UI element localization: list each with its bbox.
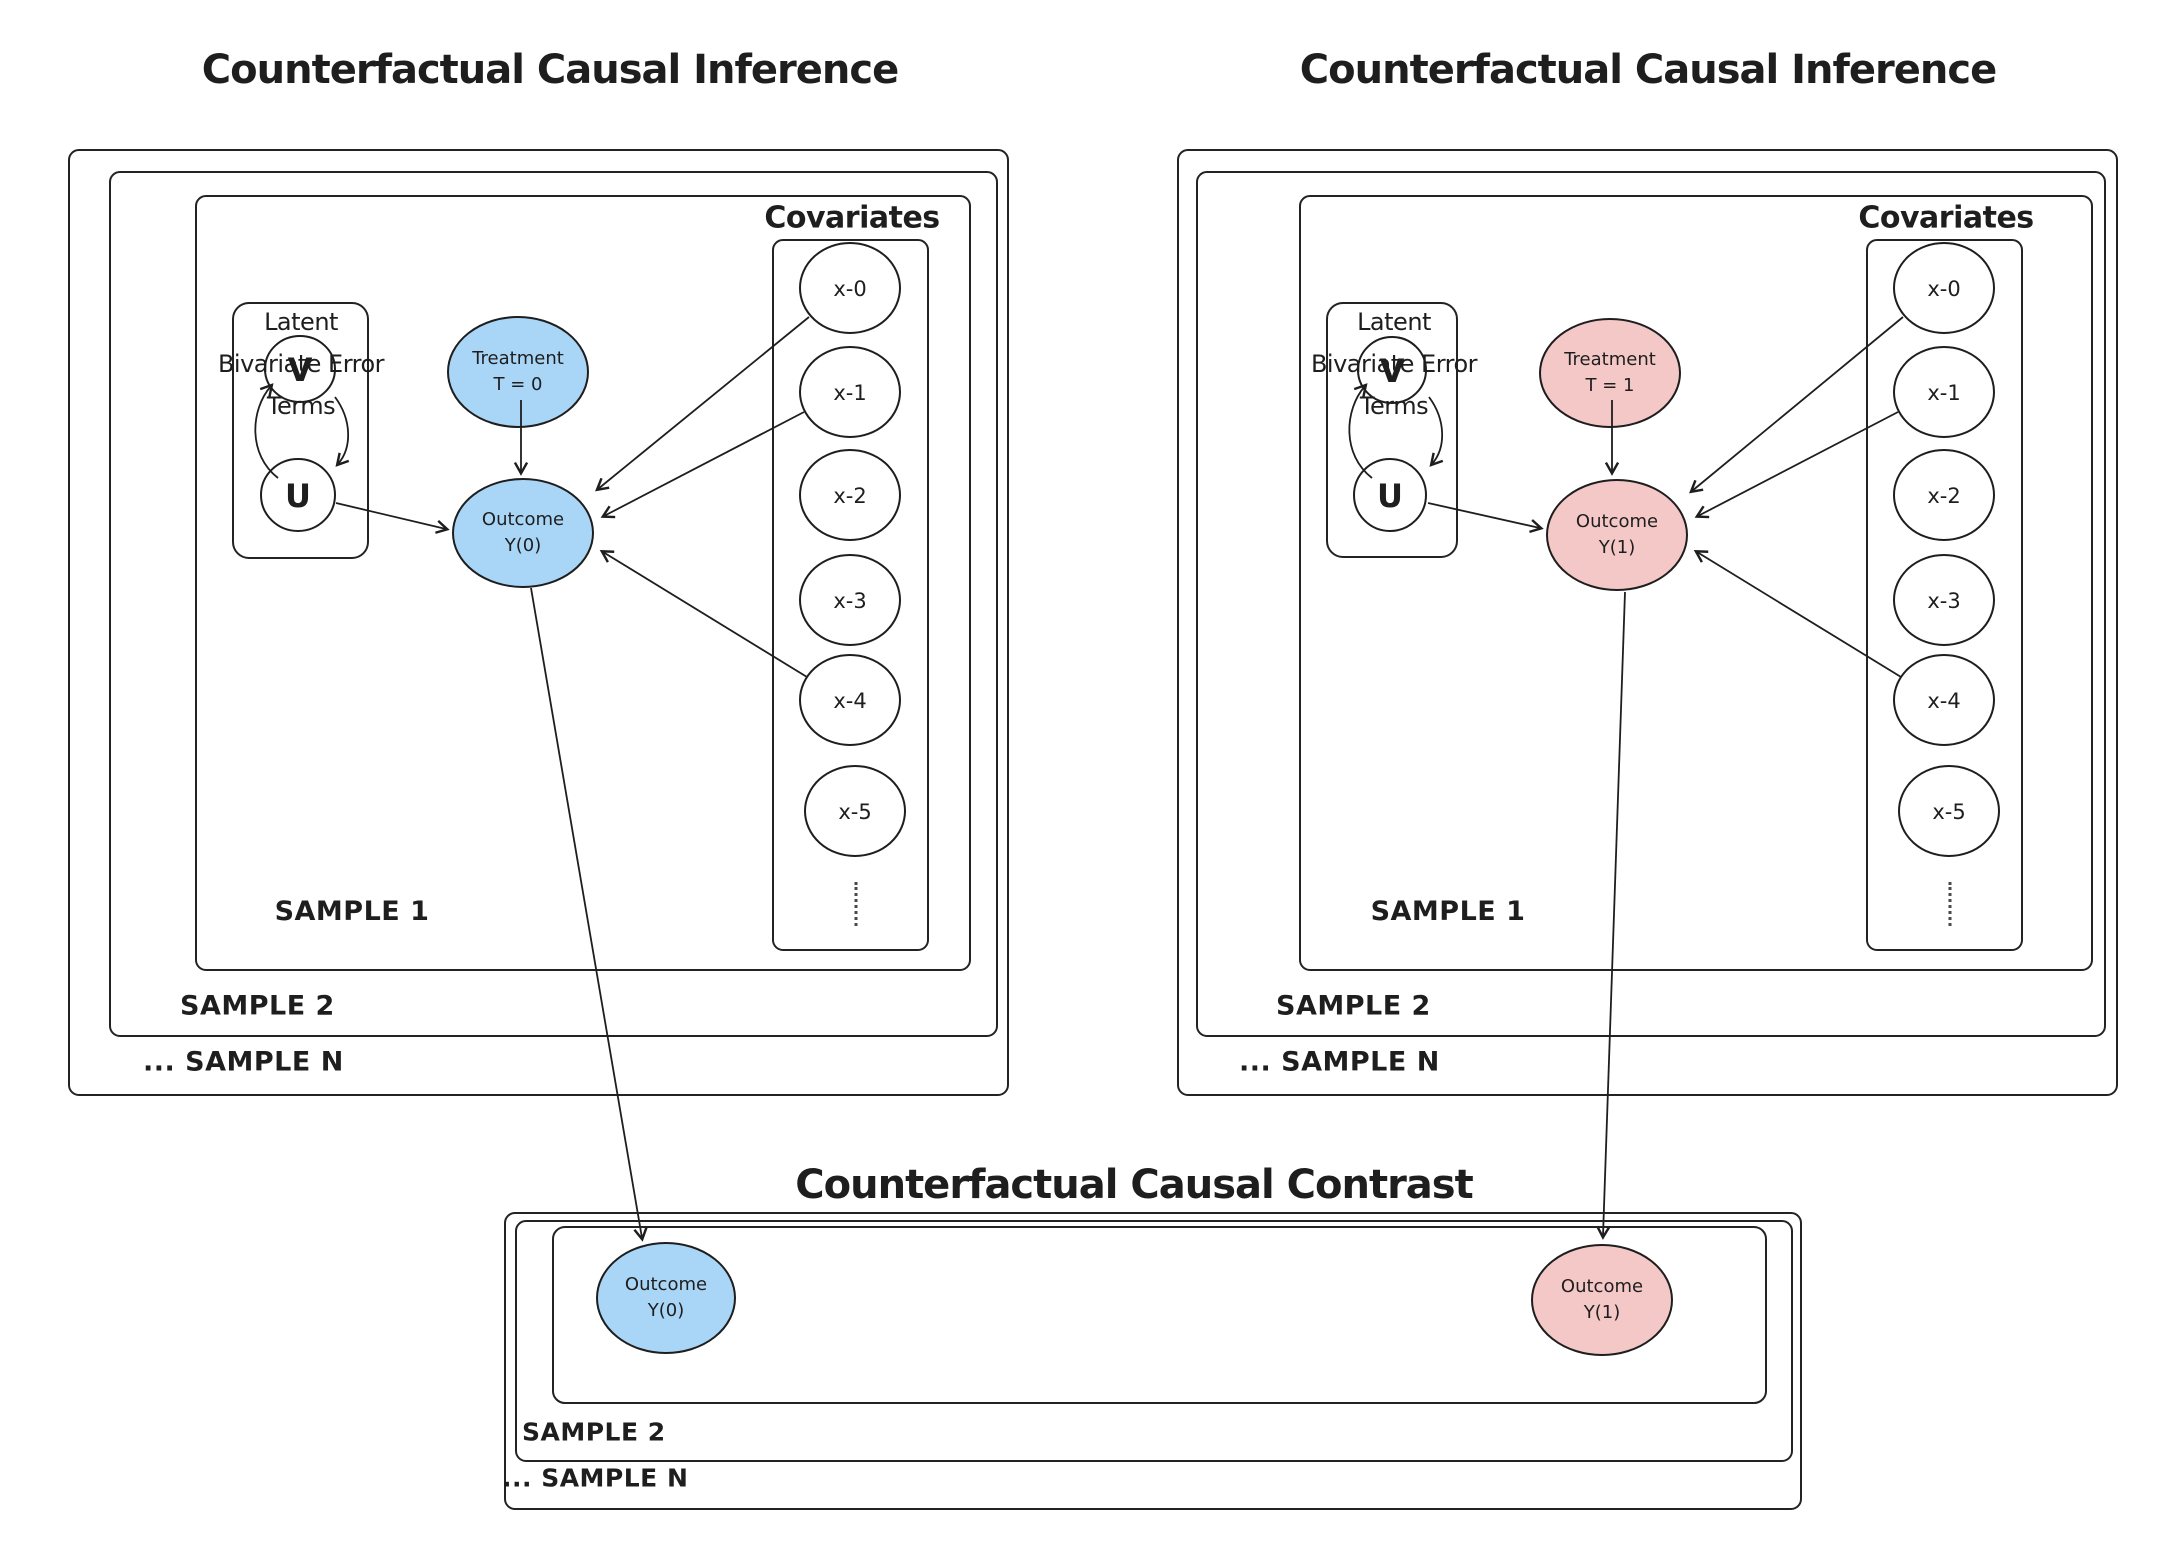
treated-sample-2-box [1196,171,2106,1037]
treated-x4-node [1893,654,1995,746]
treated-x3-label: x-3 [1927,588,1961,613]
control-panel-title: Counterfactual Causal Inference [201,47,899,93]
control-x2-node [799,449,901,541]
control-arrow-u-to-outcome [335,502,450,534]
panel-treated-boxes [1177,149,2118,1096]
treated-arrow-x0-to-outcome [1689,316,1904,494]
control-x3-label: x-3 [833,588,867,613]
control-arrow-x4-to-outcome [599,549,808,678]
control-v-node [264,335,336,403]
panel-control-arrows [254,316,810,1242]
contrast-sample2-label: SAMPLE 2 [522,1417,666,1447]
treated-x0-label: x-0 [1927,276,1961,301]
contrast-outcome-treated-label: Outcome Y(1) [1560,1275,1644,1323]
control-sample1-label: SAMPLE 1 [274,896,430,928]
panel-treated-arrows [1348,316,1904,1240]
treated-x3-node [1893,554,1995,646]
control-error-terms-label: Latent Bivariate Error Terms [217,308,385,420]
panel-control-boxes [68,149,1009,1096]
control-x0-node [799,242,901,334]
panel-control-nodes [260,242,906,857]
treated-x4-label: x-4 [1927,688,1961,713]
treated-sample2-label: SAMPLE 2 [1276,990,1431,1022]
treated-covariates-title: Covariates [1858,200,2034,236]
control-arrow-outcome-to-contrast [530,587,648,1242]
treated-x0-node [1893,242,1995,334]
control-sample-n-label: ... SAMPLE N [143,1046,344,1078]
control-x4-label: x-4 [833,688,867,713]
treated-treatment-label: Treatment T = 1 [1564,348,1656,396]
contrast-outcome-control-node [596,1242,736,1354]
control-v-label: V [287,351,313,389]
panel-contrast-boxes [504,1212,1802,1510]
treated-x5-label: x-5 [1932,799,1966,824]
treated-sample1-label: SAMPLE 1 [1370,896,1526,928]
control-covariates-box [772,239,929,951]
treated-x2-node [1893,449,1995,541]
control-x0-label: x-0 [833,276,867,301]
treated-x1-label: x-1 [1927,380,1961,405]
treated-panel-title: Counterfactual Causal Inference [1299,47,1997,93]
control-arrow-v-to-u [334,396,350,467]
treated-arrow-u-to-v [1348,383,1373,479]
control-x3-node [799,554,901,646]
control-sample-2-box [109,171,998,1037]
control-u-label: U [285,477,311,515]
treated-x1-node [1893,346,1995,438]
control-sample2-label: SAMPLE 2 [180,990,335,1022]
control-arrow-u-to-v [254,383,279,479]
control-x5-node [804,765,906,857]
control-arrow-x0-to-outcome [595,316,810,492]
panel-contrast-nodes [596,1242,1673,1356]
treated-outcome-label: Outcome Y(1) [1575,510,1659,558]
treated-sample-n-box [1177,149,2118,1096]
control-treatment-label: Treatment T = 0 [472,347,564,395]
control-treatment-node [447,316,589,428]
control-covariates-ellipsis [854,882,858,926]
control-x4-node [799,654,901,746]
treated-arrow-u-to-outcome [1427,502,1544,534]
control-covariates-title: Covariates [764,200,940,236]
panel-treated-nodes [1353,242,2000,857]
treated-x5-node [1898,765,2000,857]
treated-covariates-box [1866,239,2023,951]
control-outcome-label: Outcome Y(0) [481,508,565,556]
treated-error-terms-label: Latent Bivariate Error Terms [1310,308,1478,420]
treated-treatment-node [1539,318,1681,428]
control-x1-label: x-1 [833,380,867,405]
control-x1-node [799,346,901,438]
treated-u-label: U [1377,477,1403,515]
contrast-outcome-treated-node [1531,1244,1673,1356]
treated-covariates-ellipsis [1948,882,1952,926]
treated-x2-label: x-2 [1927,483,1961,508]
contrast-outcome-control-label: Outcome Y(0) [624,1273,708,1321]
treated-outcome-node [1546,479,1688,591]
treated-v-label: V [1379,352,1405,390]
treated-arrow-outcome-to-contrast [1596,591,1626,1240]
control-x2-label: x-2 [833,483,867,508]
control-outcome-node [452,478,594,588]
contrast-sample-n-box [504,1212,1802,1510]
treated-error-terms-box [1326,302,1458,558]
treated-arrow-v-to-u [1428,396,1444,467]
control-arrow-x1-to-outcome [600,411,805,519]
treated-v-node [1357,336,1427,404]
contrast-sample-2-box [515,1220,1793,1462]
control-sample-1-box [195,195,971,971]
contrast-panel-title: Counterfactual Causal Contrast [795,1162,1473,1208]
contrast-sample-1-box [552,1226,1767,1404]
control-sample-n-box [68,149,1009,1096]
contrast-sample-n-label: ... SAMPLE N [502,1463,689,1493]
treated-sample-1-box [1299,195,2093,971]
treated-arrow-x4-to-outcome [1693,549,1902,678]
control-u-node [260,458,336,532]
treated-sample-n-label: ... SAMPLE N [1239,1046,1440,1078]
control-x5-label: x-5 [838,799,872,824]
control-error-terms-box [232,302,369,559]
treated-arrow-x1-to-outcome [1694,411,1899,519]
